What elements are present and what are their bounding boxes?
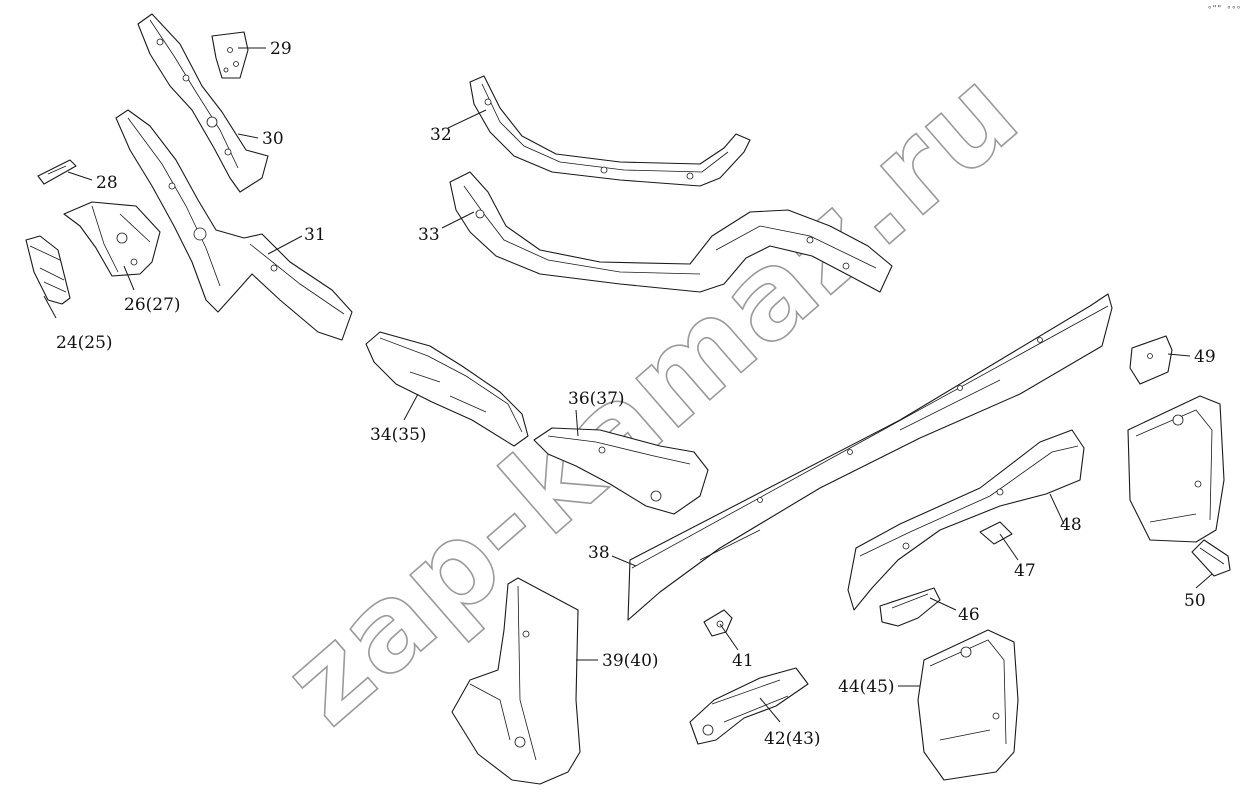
callout-31: 31 <box>304 225 326 245</box>
part-47 <box>979 521 1013 545</box>
callout-29: 29 <box>270 39 292 59</box>
callout-49: 49 <box>1194 347 1216 367</box>
part-28 <box>37 159 77 185</box>
callout-38: 38 <box>588 543 610 563</box>
watermark: zap-kamaz.ru <box>258 42 1044 751</box>
leader-lines <box>43 47 1213 723</box>
part-49 <box>1129 335 1173 385</box>
part-48 <box>847 429 1085 611</box>
callout-39: 39(40) <box>602 651 659 671</box>
callout-48: 48 <box>1060 515 1082 535</box>
part-24 <box>25 235 71 305</box>
callout-26: 26(27) <box>124 295 181 315</box>
part-30 <box>137 13 269 193</box>
callout-41: 41 <box>732 651 754 671</box>
part-32 <box>469 75 751 187</box>
callout-46: 46 <box>958 605 980 625</box>
callout-47: 47 <box>1014 561 1036 581</box>
callout-50: 50 <box>1184 591 1206 611</box>
callout-36: 36(37) <box>568 389 625 409</box>
part-33 <box>449 171 893 293</box>
part-38 <box>627 293 1113 621</box>
part-26 <box>63 201 161 277</box>
callout-24: 24(25) <box>56 333 113 353</box>
part-46 <box>879 587 941 627</box>
part-44-right-bracket <box>1127 395 1225 543</box>
part-39 <box>451 577 581 785</box>
part-34 <box>365 331 529 447</box>
part-41 <box>703 609 733 637</box>
corner-mark: ᵒ"" ᵒᵒᵒ <box>1207 4 1241 13</box>
part-50 <box>1191 539 1231 577</box>
callout-28: 28 <box>96 173 118 193</box>
part-29 <box>211 31 249 79</box>
callout-30: 30 <box>262 129 284 149</box>
callout-33: 33 <box>418 225 440 245</box>
part-44 <box>917 629 1019 781</box>
part-31 <box>115 109 353 341</box>
part-42 <box>689 667 809 745</box>
callout-34: 34(35) <box>370 425 427 445</box>
callout-42: 42(43) <box>764 729 821 749</box>
callout-44: 44(45) <box>838 677 895 697</box>
callout-32: 32 <box>430 125 452 145</box>
part-36 <box>533 427 709 515</box>
